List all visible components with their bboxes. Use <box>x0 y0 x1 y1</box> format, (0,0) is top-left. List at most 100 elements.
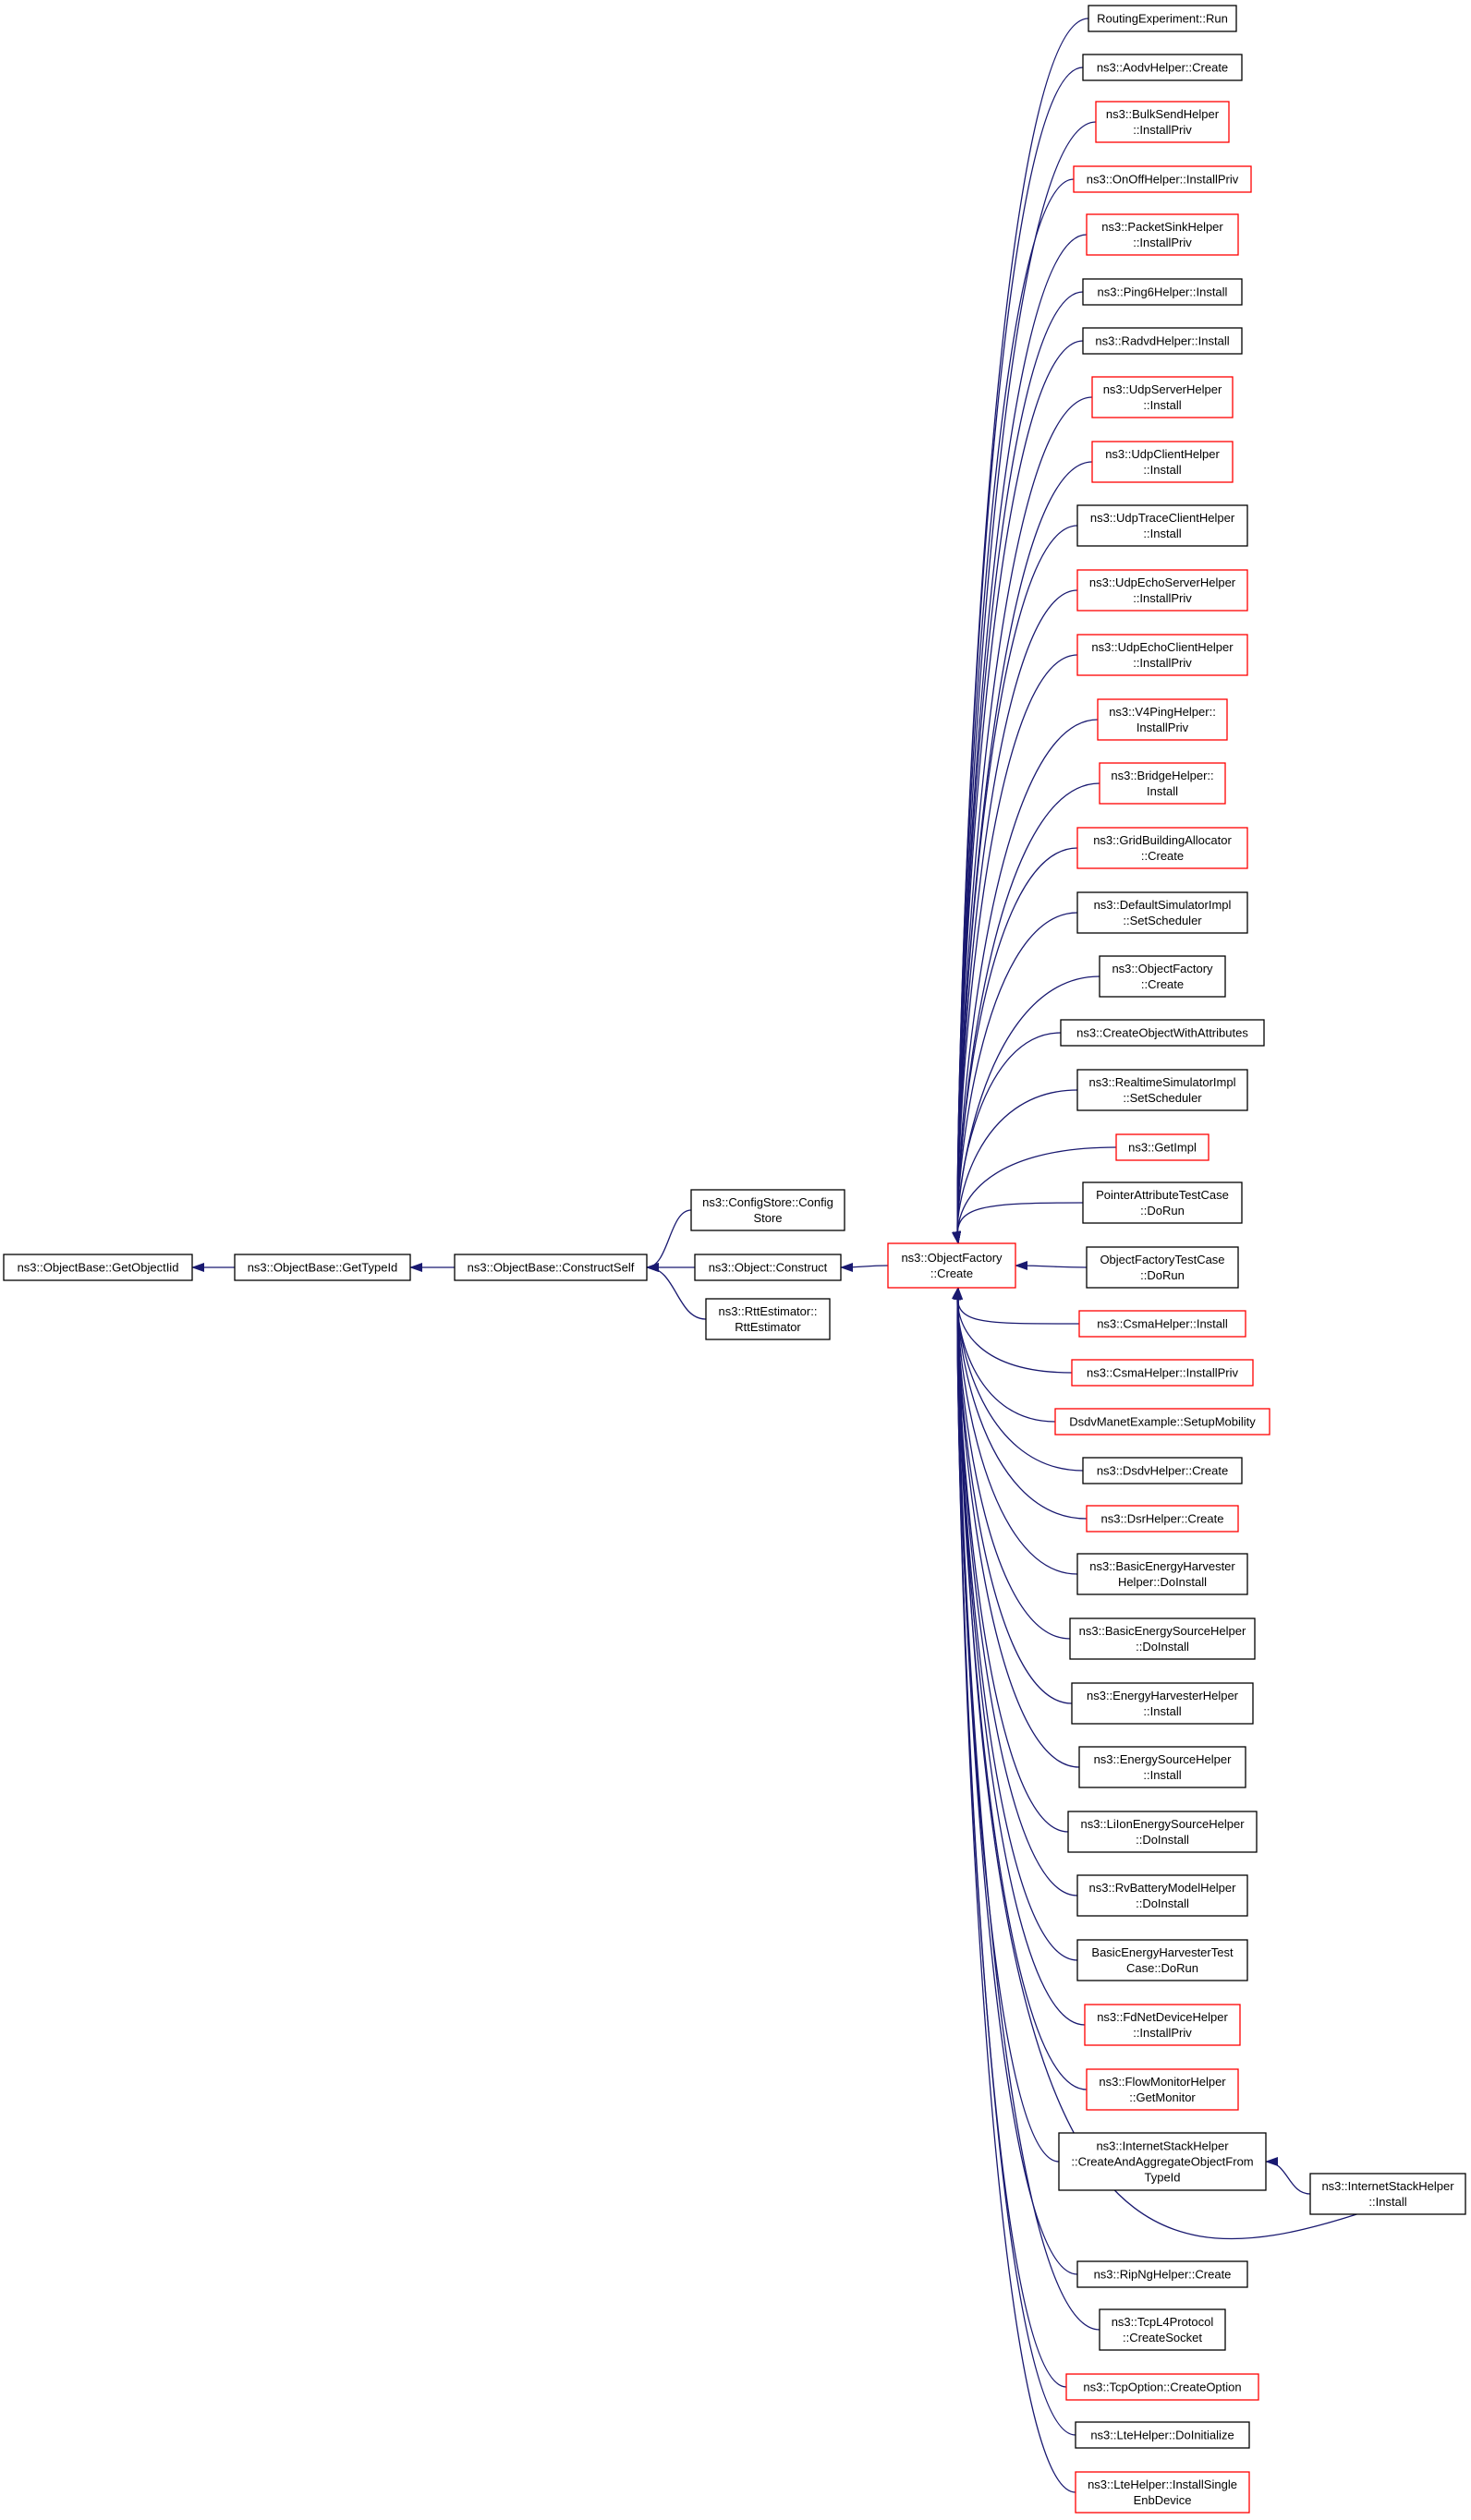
node-ltedoinit[interactable]: ns3::LteHelper::DoInitialize <box>1075 2421 1250 2449</box>
node-udpclient[interactable]: ns3::UdpClientHelper::Install <box>1091 441 1234 483</box>
node-basicharvester[interactable]: ns3::BasicEnergyHarvesterHelper::DoInsta… <box>1076 1553 1248 1595</box>
node-ripng[interactable]: ns3::RipNgHelper::Create <box>1076 2260 1248 2288</box>
node-realtimesim[interactable]: ns3::RealtimeSimulatorImpl::SetScheduler <box>1076 1069 1248 1111</box>
node-rvbattery[interactable]: ns3::RvBatteryModelHelper::DoInstall <box>1076 1874 1248 1917</box>
edge-line <box>952 1089 1078 1244</box>
node-defaultsim[interactable]: ns3::DefaultSimulatorImpl::SetScheduler <box>1076 891 1248 934</box>
node-objectconstruct[interactable]: ns3::Object::Construct <box>694 1254 842 1281</box>
node-inetinstall[interactable]: ns3::InternetStackHelper::Install <box>1309 2173 1466 2215</box>
node-box <box>1069 1617 1256 1660</box>
node-box <box>1115 1133 1210 1161</box>
node-label: ns3::AodvHelper::Create <box>1097 61 1228 75</box>
node-v4ping[interactable]: ns3::V4PingHelper::InstallPriv <box>1097 698 1228 741</box>
node-label: ::InstallPriv <box>1133 591 1192 605</box>
node-label: ns3::RadvdHelper::Install <box>1095 334 1229 348</box>
node-label: ns3::CreateObjectWithAttributes <box>1076 1026 1248 1040</box>
node-energyharvester[interactable]: ns3::EnergyHarvesterHelper::Install <box>1071 1682 1254 1725</box>
node-udpserver[interactable]: ns3::UdpServerHelper::Install <box>1091 376 1234 418</box>
node-box <box>705 1298 831 1340</box>
node-box <box>1082 1457 1243 1484</box>
node-box <box>1058 2132 1267 2191</box>
edge-fdnet-to-objectfactorycreate <box>952 1287 1086 2026</box>
node-label: ::DoInstall <box>1136 1896 1189 1910</box>
node-tcpl4[interactable]: ns3::TcpL4Protocol::CreateSocket <box>1099 2308 1226 2351</box>
node-label: ns3::EnergyHarvesterHelper <box>1087 1689 1239 1702</box>
edge-energysource-to-objectfactorycreate <box>952 1287 1080 1768</box>
node-onoff[interactable]: ns3::OnOffHelper::InstallPriv <box>1073 165 1252 193</box>
edge-line <box>646 1263 707 1320</box>
node-gettypeid[interactable]: ns3::ObjectBase::GetTypeId <box>234 1254 411 1281</box>
edge-line <box>952 1287 1056 1423</box>
node-udpechoserver[interactable]: ns3::UdpEchoServerHelper::InstallPriv <box>1076 569 1248 612</box>
node-label: ::Create <box>1141 977 1184 991</box>
edge-energyharvester-to-objectfactorycreate <box>952 1287 1073 1704</box>
node-bulksend[interactable]: ns3::BulkSendHelper::InstallPriv <box>1095 101 1230 143</box>
node-objfactorytest[interactable]: ObjectFactoryTestCase::DoRun <box>1086 1246 1239 1289</box>
node-dsdvmanet[interactable]: DsdvManetExample::SetupMobility <box>1054 1408 1270 1436</box>
node-configstore[interactable]: ns3::ConfigStore::ConfigStore <box>690 1189 845 1231</box>
node-tcpoption[interactable]: ns3::TcpOption::CreateOption <box>1065 2373 1259 2401</box>
node-udptrace[interactable]: ns3::UdpTraceClientHelper::Install <box>1076 504 1248 547</box>
node-objectfactorycreate[interactable]: ns3::ObjectFactory::Create <box>887 1242 1016 1289</box>
node-ping6[interactable]: ns3::Ping6Helper::Install <box>1082 278 1243 306</box>
node-label: InstallPriv <box>1137 721 1189 734</box>
edge-csmainstall-to-objectfactorycreate <box>952 1287 1080 1325</box>
node-label: ::Install <box>1143 463 1181 477</box>
edge-defaultsim-to-objectfactorycreate <box>952 912 1078 1244</box>
node-radvd[interactable]: ns3::RadvdHelper::Install <box>1082 327 1243 355</box>
edge-dsdvcreate-to-objectfactorycreate <box>952 1287 1084 1472</box>
node-energysource[interactable]: ns3::EnergySourceHelper::Install <box>1078 1746 1246 1788</box>
node-label: ns3::GridBuildingAllocator <box>1093 833 1232 847</box>
node-aodv[interactable]: ns3::AodvHelper::Create <box>1082 54 1243 81</box>
node-label: ns3::UdpServerHelper <box>1103 382 1222 396</box>
node-liion[interactable]: ns3::LiIonEnergySourceHelper::DoInstall <box>1067 1811 1258 1853</box>
node-objectfactory2[interactable]: ns3::ObjectFactory::Create <box>1099 955 1226 998</box>
node-udpechoclient[interactable]: ns3::UdpEchoClientHelper::InstallPriv <box>1076 634 1248 676</box>
node-box <box>454 1254 648 1281</box>
node-packetsink[interactable]: ns3::PacketSinkHelper::InstallPriv <box>1086 213 1239 256</box>
node-label: ns3::ObjectFactory <box>901 1251 1003 1265</box>
node-rttestimator[interactable]: ns3::RttEstimator::RttEstimator <box>705 1298 831 1340</box>
node-box <box>1082 278 1243 306</box>
node-label: Case::DoRun <box>1126 1961 1198 1975</box>
node-csmainstallpriv[interactable]: ns3::CsmaHelper::InstallPriv <box>1071 1359 1254 1387</box>
node-box <box>1086 213 1239 256</box>
node-label: ns3::LteHelper::InstallSingle <box>1088 2478 1237 2491</box>
node-fdnet[interactable]: ns3::FdNetDeviceHelper::InstallPriv <box>1084 2004 1241 2046</box>
node-bridge[interactable]: ns3::BridgeHelper::Install <box>1099 762 1226 805</box>
edge-dsrcreate-to-objectfactorycreate <box>952 1287 1088 1520</box>
node-box <box>1076 1553 1248 1595</box>
node-dsrcreate[interactable]: ns3::DsrHelper::Create <box>1086 1505 1239 1533</box>
node-box <box>1076 634 1248 676</box>
node-box <box>1075 2471 1250 2514</box>
node-routingexp[interactable]: RoutingExperiment::Run <box>1088 5 1237 32</box>
node-box <box>1099 955 1226 998</box>
node-gridbuilding[interactable]: ns3::GridBuildingAllocator::Create <box>1076 827 1248 869</box>
node-getimpl[interactable]: ns3::GetImpl <box>1115 1133 1210 1161</box>
node-label: ns3::BulkSendHelper <box>1106 107 1220 121</box>
edge-line <box>952 1287 1076 2493</box>
node-getobjectiid: ns3::ObjectBase::GetObjectIid <box>3 1254 193 1281</box>
node-label: ns3::EnergySourceHelper <box>1094 1752 1233 1766</box>
node-dsdvcreate[interactable]: ns3::DsdvHelper::Create <box>1082 1457 1243 1484</box>
node-csmainstall[interactable]: ns3::CsmaHelper::Install <box>1078 1310 1246 1338</box>
node-label: ns3::ObjectFactory <box>1112 962 1213 975</box>
node-box <box>1091 376 1234 418</box>
node-label: ns3::Ping6Helper::Install <box>1098 285 1228 299</box>
edge-line <box>952 234 1088 1244</box>
edge-routingexp-to-objectfactorycreate <box>952 18 1089 1244</box>
node-constructself[interactable]: ns3::ObjectBase::ConstructSelf <box>454 1254 648 1281</box>
node-label: ns3::RipNgHelper::Create <box>1094 2268 1232 2282</box>
node-label: ns3::TcpL4Protocol <box>1112 2315 1214 2329</box>
edge-lteinstall-to-objectfactorycreate <box>952 1287 1076 2493</box>
node-createobjattr[interactable]: ns3::CreateObjectWithAttributes <box>1060 1019 1265 1047</box>
node-label: Helper::DoInstall <box>1118 1575 1207 1589</box>
node-label: BasicEnergyHarvesterTest <box>1091 1945 1234 1959</box>
node-inetcreate[interactable]: ns3::InternetStackHelper::CreateAndAggre… <box>1058 2132 1267 2191</box>
edge-realtimesim-to-objectfactorycreate <box>952 1089 1078 1244</box>
node-basicsource[interactable]: ns3::BasicEnergySourceHelper::DoInstall <box>1069 1617 1256 1660</box>
node-flowmon[interactable]: ns3::FlowMonitorHelper::GetMonitor <box>1086 2068 1239 2111</box>
node-pointerattr[interactable]: PointerAttributeTestCase::DoRun <box>1082 1181 1243 1224</box>
